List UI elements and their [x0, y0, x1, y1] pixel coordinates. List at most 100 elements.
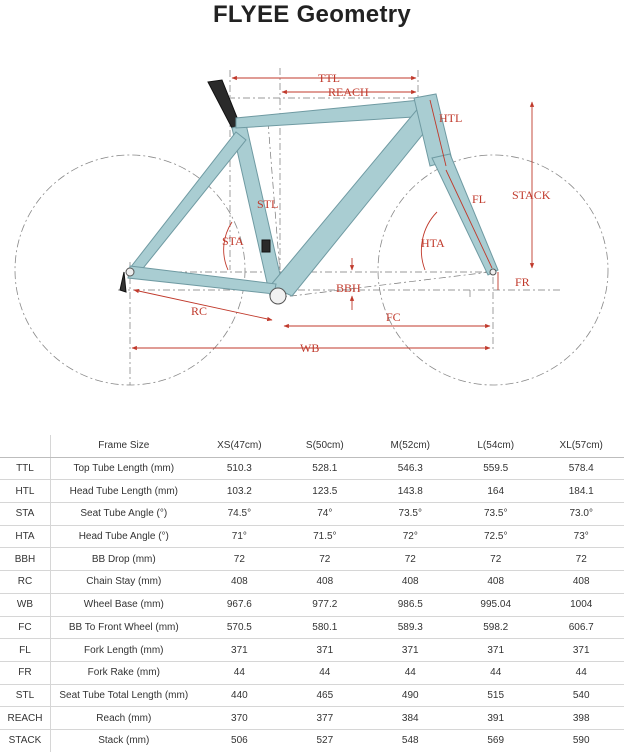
row-label: Top Tube Length (mm) [50, 457, 197, 481]
front-dropout [489, 268, 497, 276]
seat-stay [129, 131, 247, 273]
row-value: 184.1 [538, 479, 624, 504]
row-value: 384 [367, 706, 453, 730]
row-value: 44 [282, 661, 368, 685]
row-value: 73° [538, 525, 624, 549]
row-value: 510.3 [196, 457, 283, 481]
row-value: 72 [367, 547, 453, 572]
row-value: 371 [538, 638, 624, 662]
row-label: Fork Rake (mm) [50, 661, 197, 685]
label-bbh: BBH [336, 281, 361, 295]
row-abbr: RC [0, 570, 51, 594]
row-value: 72 [196, 547, 283, 572]
row-label: Fork Length (mm) [50, 638, 197, 662]
row-value: 408 [282, 570, 368, 594]
row-value: 73.5° [453, 502, 539, 526]
row-value: 371 [196, 638, 283, 662]
row-value: 71.5° [282, 525, 368, 549]
row-value: 408 [367, 570, 453, 594]
row-label: Head Tube Angle (°) [50, 525, 197, 549]
row-value: 986.5 [367, 593, 453, 617]
row-abbr: FR [0, 661, 51, 685]
row-value: 72.5° [453, 525, 539, 549]
dimension-lines [131, 75, 535, 351]
row-value: 72° [367, 525, 453, 549]
label-reach: REACH [328, 85, 369, 99]
row-value: 391 [453, 706, 539, 730]
label-fl: FL [472, 192, 486, 206]
seat-clamp [261, 239, 271, 253]
row-value: 377 [282, 706, 368, 730]
row-value: 143.8 [367, 479, 453, 504]
row-abbr: REACH [0, 706, 51, 730]
row-abbr: WB [0, 593, 51, 617]
row-value: 71° [196, 525, 283, 549]
row-label: Head Tube Length (mm) [50, 479, 197, 504]
row-label: BB To Front Wheel (mm) [50, 616, 197, 640]
row-value: 103.2 [196, 479, 283, 504]
row-label: Seat Tube Angle (°) [50, 502, 197, 526]
label-wb: WB [300, 341, 319, 355]
row-abbr: FL [0, 638, 51, 662]
row-value: 72 [538, 547, 624, 572]
row-value: 164 [453, 479, 539, 504]
row-label: Wheel Base (mm) [50, 593, 197, 617]
seatpost [207, 79, 241, 129]
label-hta: HTA [421, 236, 445, 250]
row-value: 540 [538, 684, 624, 708]
row-value: 44 [196, 661, 283, 685]
row-abbr: BBH [0, 547, 51, 572]
header-cell: Frame Size [50, 435, 197, 458]
rear-dropout [125, 267, 135, 277]
row-label: Seat Tube Total Length (mm) [50, 684, 197, 708]
label-htl: HTL [439, 111, 462, 125]
row-value: 977.2 [282, 593, 368, 617]
row-value: 371 [453, 638, 539, 662]
label-rc: RC [191, 304, 207, 318]
row-abbr: HTA [0, 525, 51, 549]
header-cell: L(54cm) [453, 435, 539, 458]
row-value: 528.1 [282, 457, 368, 481]
row-value: 606.7 [538, 616, 624, 640]
header-cell: XS(47cm) [196, 435, 283, 458]
bike-frame [119, 79, 499, 305]
row-value: 546.3 [367, 457, 453, 481]
row-abbr: TTL [0, 457, 51, 481]
label-fr: FR [515, 275, 530, 289]
row-value: 74.5° [196, 502, 283, 526]
bottom-bracket [269, 287, 287, 305]
row-value: 490 [367, 684, 453, 708]
row-value: 408 [453, 570, 539, 594]
label-ttl: TTL [318, 71, 340, 85]
row-value: 371 [367, 638, 453, 662]
row-value: 72 [282, 547, 368, 572]
row-label: BB Drop (mm) [50, 547, 197, 572]
row-value: 967.6 [196, 593, 283, 617]
front-wheel-outline [377, 154, 609, 386]
row-label: Reach (mm) [50, 706, 197, 730]
row-value: 578.4 [538, 457, 624, 481]
header-cell: S(50cm) [282, 435, 368, 458]
table-header-row: Frame Size XS(47cm) S(50cm) M(52cm) L(54… [0, 435, 624, 458]
row-value: 580.1 [282, 616, 368, 640]
row-value: 73.0° [538, 502, 624, 526]
down-tube [269, 105, 437, 297]
label-sta: STA [222, 234, 244, 248]
row-value: 1004 [538, 593, 624, 617]
fork [431, 153, 499, 276]
row-value: 123.5 [282, 479, 368, 504]
row-value: 72 [453, 547, 539, 572]
geometry-diagram: TTL REACH HTL STACK STL FL STA HTA BBH F… [14, 68, 609, 386]
row-value: 515 [453, 684, 539, 708]
